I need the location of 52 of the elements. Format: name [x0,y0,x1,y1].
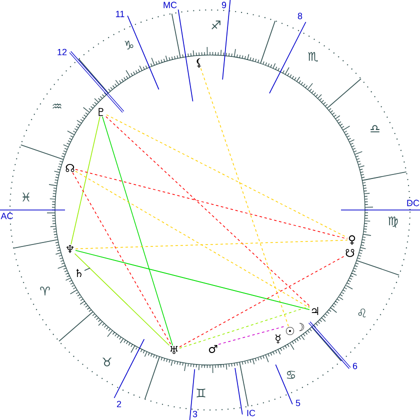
planet-symbol: ♅ [170,346,178,354]
planet-symbol: ♀ [348,235,356,245]
angle-label: AC [0,212,13,220]
house-number: 11 [116,10,124,18]
house-number: 5 [296,400,300,406]
zodiac-symbol: ♐ [212,20,220,30]
zodiac-symbol: ♓ [22,192,30,202]
planet-symbol: ♆ [66,245,74,254]
aspect-line [75,170,310,308]
zodiac-symbol: ♌ [358,308,366,318]
aspect-line [75,240,348,250]
house-number: 3 [192,410,198,418]
angle-label: IC [247,410,256,416]
zodiac-symbol: ♒ [52,104,62,109]
aspect-line [72,172,172,346]
aspect-line [179,306,310,349]
aspect-line [106,116,310,307]
planet-symbol: ♄ [76,269,82,278]
house-number: 12 [58,48,67,56]
zodiac-symbol: ♏ [308,52,318,62]
aspect-line [200,68,289,327]
aspect-line [75,250,310,310]
planet-symbol: ☉ [286,327,294,336]
aspect-line [218,326,285,345]
zodiac-symbol: ♎ [370,125,380,132]
planet-symbol: ☋ [346,249,354,257]
aspect-line [75,169,348,240]
planet-symbol: ♂ [208,344,218,354]
zodiac-symbol: ♋ [286,370,296,379]
aspect-line [70,116,100,245]
planet-symbol: ☽ [299,323,304,332]
planet-symbol: ♇ [98,108,104,116]
angle-label: DC [407,200,420,206]
angle-label: MC [164,2,177,8]
house-number: 8 [298,12,302,20]
leader-line [84,268,90,271]
house-number: 6 [352,362,358,370]
planet-symbol: ☊ [66,164,74,172]
house-number: 9 [222,2,226,8]
planet-symbol: ☿ [276,334,280,344]
zodiac-symbol: ♈ [40,286,50,296]
planet-symbol: ⚸ [196,58,201,68]
zodiac-symbol: ♉ [102,358,112,366]
aspect-line [179,256,345,348]
planet-symbol: ♃ [312,307,318,316]
house-number: 2 [116,400,122,408]
aspect-line [102,116,173,346]
aspect-line [106,114,348,238]
zodiac-symbol: ♍ [388,216,398,228]
zodiac-symbol: ♊ [196,388,206,398]
zodiac-symbol: ♑ [124,40,134,50]
aspect-line [74,253,170,346]
